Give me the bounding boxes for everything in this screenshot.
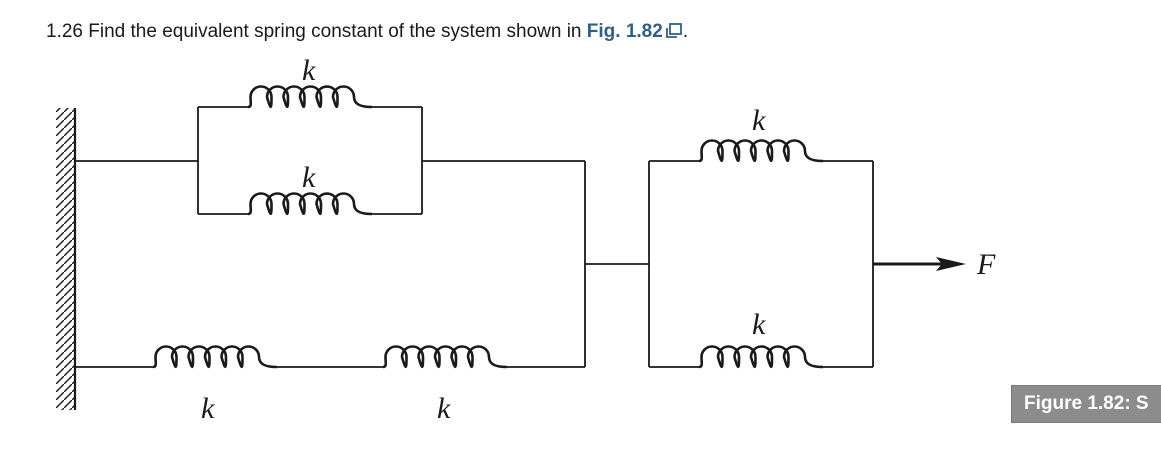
figure-link[interactable]: Fig. 1.82 <box>587 21 683 42</box>
spring-label-bottom-left: k <box>201 392 215 425</box>
force-arrow <box>873 257 966 271</box>
spring-label-right-lower: k <box>752 308 766 341</box>
question-text: 1.26 Find the equivalent spring constant… <box>46 20 688 44</box>
question-end: . <box>682 21 689 42</box>
force-label: F <box>976 248 996 281</box>
spring-label-top-upper: k <box>302 54 316 87</box>
figure-link-label[interactable]: Fig. 1.82 <box>586 21 663 42</box>
question-body: Find the equivalent spring constant of t… <box>88 21 582 42</box>
spring-top-left-upper <box>247 85 373 109</box>
spring-label-bottom-middle: k <box>437 392 451 425</box>
connecting-wires <box>75 106 874 368</box>
figure-caption-tab[interactable]: Figure 1.82: S <box>1011 385 1161 423</box>
spring-right-lower <box>698 345 824 369</box>
fixed-wall <box>56 108 77 410</box>
open-figure-icon[interactable] <box>665 23 683 39</box>
spring-top-left-lower <box>247 192 373 216</box>
spring-bottom-left <box>152 345 278 369</box>
spring-right-upper <box>698 139 824 163</box>
spring-bottom-middle <box>382 345 508 369</box>
spring-label-top-lower: k <box>302 161 316 194</box>
question-number: 1.26 <box>46 21 83 42</box>
spring-label-right-upper: k <box>752 104 766 137</box>
